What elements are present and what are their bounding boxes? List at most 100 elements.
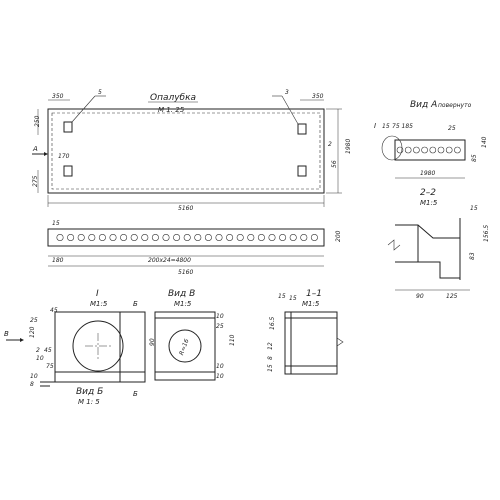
hole [226,234,234,242]
node-dim-120: 120 [29,326,36,338]
hole [56,234,64,242]
section-22-dim-15: 15 [470,205,478,212]
node-i-title: I [96,289,99,299]
view-a-hole [421,146,428,154]
section-11-dim-8: 8 [267,356,274,360]
dim-170: 170 [58,153,70,160]
view-a: Вид А повернуто I 15 75 185 25 1980 85 1… [374,100,488,179]
hole [183,234,191,242]
embed-part-top-left [63,121,73,133]
node-dim-10b: 10 [30,373,38,380]
hole [204,234,212,242]
node-dim-45b: 45 [44,347,52,354]
dim-250: 250 [34,115,41,127]
view-v: Вид В М1:5 10 25 90 110 10 10 R=16 [149,289,236,381]
view-a-dim-85: 85 [471,154,478,162]
dim-350-left: 350 [52,93,64,100]
view-a-hole [429,146,437,154]
view-a-dim-140: 140 [481,136,488,148]
view-v-dim-10: 10 [216,313,224,320]
embed-part-bottom-left [63,165,73,177]
dim-15-long: 15 [52,220,60,227]
view-a-hole [445,146,453,154]
section-22-profile [395,224,461,279]
view-v-scale: М1:5 [174,300,192,308]
section-22-dim-1565: 156.5 [483,225,490,242]
view-a-outline [394,139,466,161]
section-mark-2: 2 [328,141,332,148]
dim-56: 56 [331,160,338,168]
section-mark-a: А [32,145,38,153]
view-b-title: Вид Б [76,387,103,397]
view-a-title: Вид А [410,100,437,110]
node-dim-75: 75 [46,363,54,370]
hole [173,234,181,242]
view-b: Вид Б М 1: 5 [40,381,145,406]
section-11-dim-15a: 15 [278,293,286,300]
formwork-hidden-edge [51,112,321,190]
view-v-hole [168,329,202,363]
section-11-dim-15b: 15 [289,295,297,302]
view-a-marker: I [374,122,376,130]
view-v-dim-10b: 10 [216,363,224,370]
break-line [387,239,401,251]
view-v-dim-25: 25 [216,323,224,330]
hole [194,234,202,242]
node-dim-45: 45 [50,307,58,314]
view-a-hole [437,146,445,154]
view-a-dim-75-185: 75 185 [392,123,413,130]
view-v-dim-110: 110 [229,334,236,346]
node-i-scale: М1:5 [90,300,108,308]
hole [236,234,244,242]
hole [215,234,223,242]
section-11-dim-165: 16.5 [269,316,276,330]
view-a-dim-15: 15 [382,123,390,130]
dim-5160-long: 5160 [178,269,193,276]
section-11-dim-12: 12 [267,342,274,350]
section-11-title: 1–1 [306,289,322,299]
view-v-dim-90: 90 [149,338,156,346]
view-v-dim-10c: 10 [216,373,224,380]
node-i-hole [72,320,124,372]
hole [88,234,96,242]
hole [109,234,117,242]
section-22-dim-125: 125 [446,293,458,300]
dim-5160-plan: 5160 [178,205,193,212]
holes-formula: 200х24=4800 [148,257,191,264]
view-a-hole [396,146,404,154]
view-a-dim-1980: 1980 [420,170,435,177]
hole [151,234,159,242]
hole [67,234,75,242]
hole [120,234,128,242]
section-11-dim-15c: 15 [267,364,274,372]
view-a-subtitle: повернуто [438,102,472,109]
section-22-dim-90: 90 [416,293,424,300]
hole [289,234,297,242]
view-a-hole [404,146,412,154]
section-11-scale: М1:5 [302,300,320,308]
node-dim-2: 2 [36,347,40,354]
hole [279,234,287,242]
view-v-radius: R=16 [178,338,190,356]
hole [77,234,85,242]
mark-v: В [4,330,9,338]
view-v-outline [154,311,216,381]
section-22-scale: М1:5 [420,199,438,207]
hole [141,234,149,242]
embed-part-top-right [297,123,307,135]
view-b-scale: М 1: 5 [78,398,100,406]
section-11-break [336,337,344,347]
dim-275: 275 [32,175,39,187]
long-view: 15 200 180 200х24=4800 5160 [47,220,342,276]
section-2-2: 2–2 М1:5 15 156.5 83 90 125 [387,188,490,300]
view-a-hole [413,146,420,154]
node-dim-10: 10 [36,355,44,362]
hole [162,234,170,242]
node-dim-25: 25 [30,317,38,324]
section-22-dim-83: 83 [469,252,476,260]
hole [268,234,276,242]
dim-350-right: 350 [312,93,324,100]
section-22-title: 2–2 [420,188,436,198]
formwork-outline [47,108,325,194]
